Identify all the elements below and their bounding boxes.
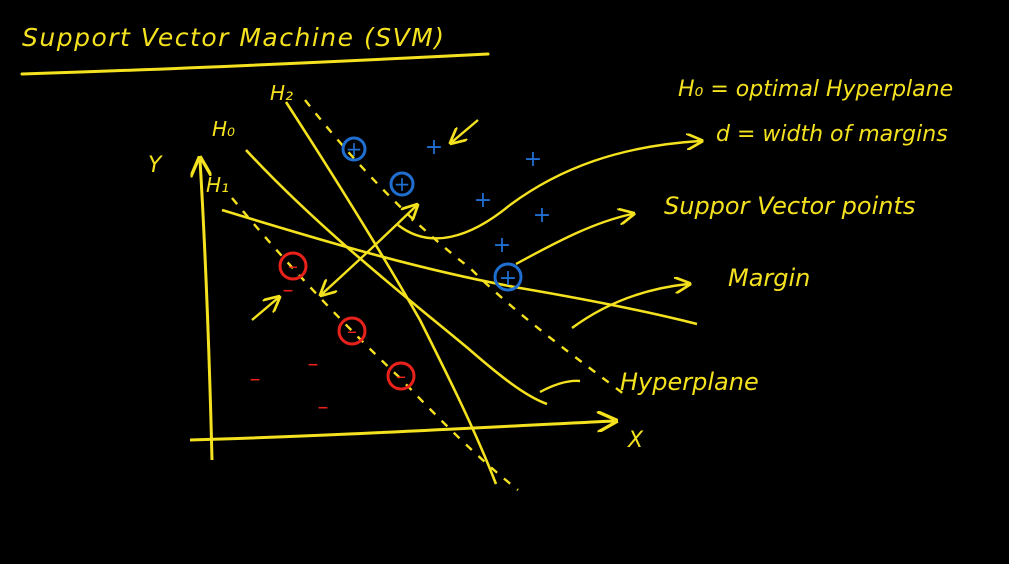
svg-text:–: – <box>288 254 298 278</box>
negative-point: – <box>308 352 319 377</box>
svg-text:–: – <box>396 364 406 388</box>
title-underline <box>20 52 490 76</box>
svg-text:–: – <box>347 319 357 343</box>
margin-width-arrow <box>322 206 416 294</box>
d-definition: d = width of margins <box>716 122 948 147</box>
y-axis-label: Y <box>148 153 163 178</box>
support-vector-points-label: Suppor Vector points <box>664 192 915 220</box>
h0-optimal-hyperplane <box>245 149 548 406</box>
svg-text:+: + <box>346 137 363 161</box>
steep-hyperplane <box>284 101 498 485</box>
d-pointer-arrow <box>397 141 700 240</box>
svg-text:+: + <box>394 172 411 196</box>
negative-point: – <box>283 278 294 303</box>
x-axis-label: X <box>627 428 644 453</box>
positive-point: + <box>524 147 542 172</box>
positive-point: + <box>493 233 511 258</box>
negative-point: – <box>250 367 261 392</box>
svg-text:+: + <box>499 266 517 291</box>
pointer-arrow-lower <box>251 298 278 321</box>
h0-definition: H₀ = optimal Hyperplane <box>678 77 953 102</box>
hyperplane-pointer-stroke <box>539 379 581 394</box>
positive-support-vector: + <box>493 262 523 292</box>
h1-label: H₁ <box>206 173 229 197</box>
positive-point: + <box>533 203 551 228</box>
x-axis <box>189 421 614 442</box>
negative-point: – <box>318 395 329 420</box>
h2-dashed-line <box>304 99 626 396</box>
margin-label: Margin <box>728 264 810 292</box>
positive-points: + + + + + <box>425 135 551 258</box>
negative-support-vector: – <box>386 361 416 391</box>
hyperplane-label: Hyperplane <box>620 368 759 396</box>
h2-label: H₂ <box>270 81 293 105</box>
shallow-hyperplane <box>221 208 698 326</box>
negative-points: – – – – <box>250 278 329 420</box>
positive-point: + <box>425 135 443 160</box>
h1-dashed-line <box>231 197 519 491</box>
negative-support-vector: – <box>278 251 308 281</box>
y-axis <box>200 160 214 461</box>
support-vector-pointer-arrow <box>515 214 632 266</box>
negative-support-vector: – <box>337 316 367 346</box>
title-text: Support Vector Machine (SVM) <box>22 23 446 52</box>
pointer-arrow-upper <box>452 119 479 142</box>
positive-point: + <box>474 188 492 213</box>
margin-pointer-arrow <box>571 284 688 329</box>
h0-label: H₀ <box>212 117 235 141</box>
positive-support-vector: + <box>341 136 367 162</box>
positive-support-vector: + <box>389 171 415 197</box>
